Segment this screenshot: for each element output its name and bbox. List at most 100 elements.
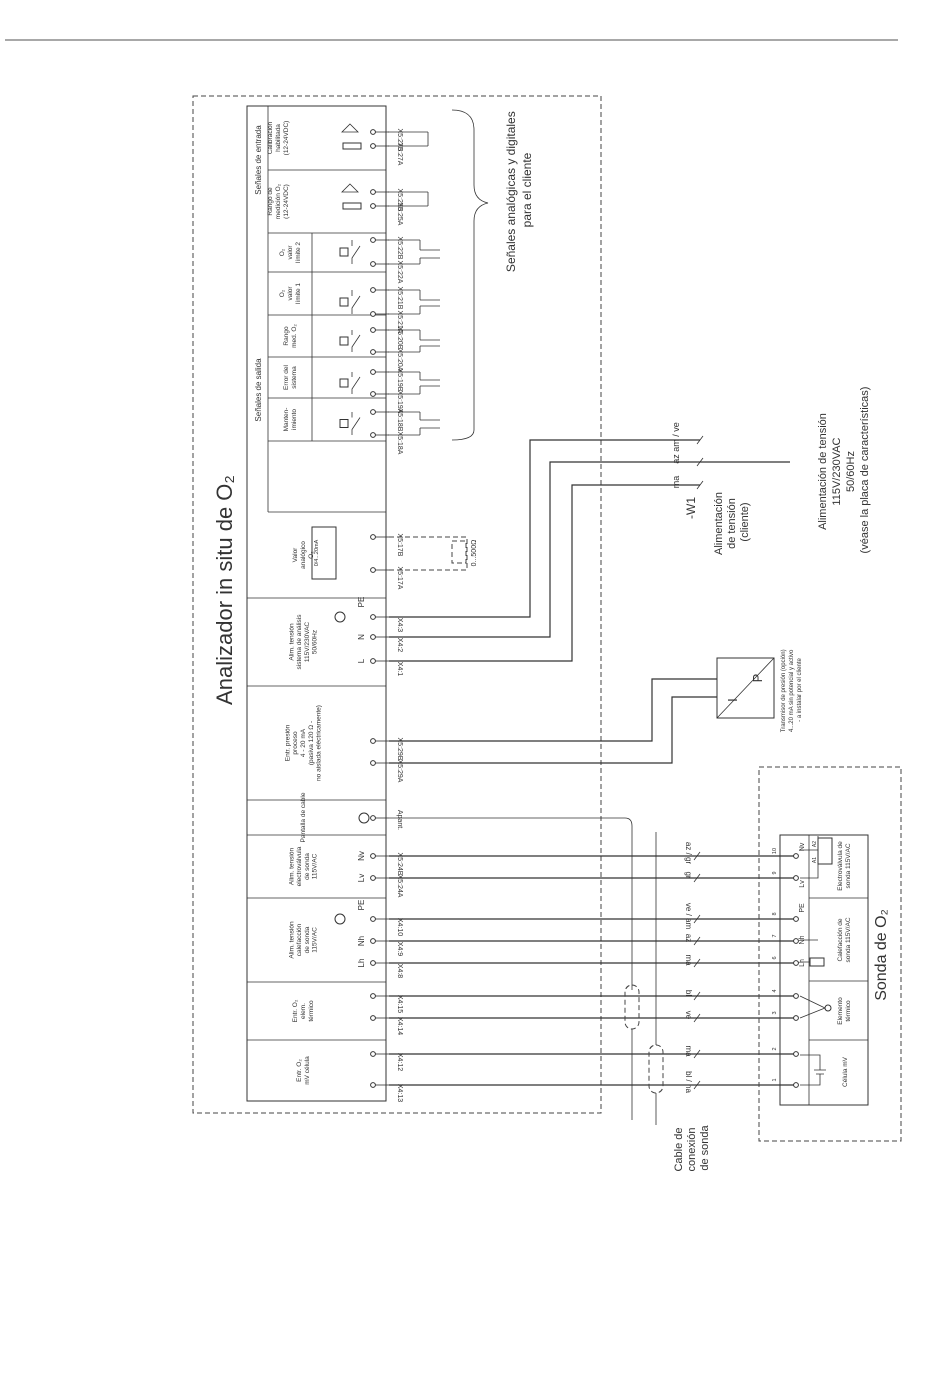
mains-wires <box>389 435 790 662</box>
terminal-label: X5:18B <box>396 409 403 432</box>
probe-terminal-number: 7 <box>772 934 778 937</box>
probe-terminal-point <box>793 960 799 966</box>
terminal-point <box>370 960 376 966</box>
pin-label: PE <box>357 900 366 911</box>
terminal-point <box>370 369 376 375</box>
terminal-label: X4:14 <box>396 1017 403 1035</box>
terminal-label: X5:22A <box>396 261 403 284</box>
probe-terminal-point <box>793 916 799 922</box>
block-label-line: Manten- <box>283 408 290 432</box>
probe-wire-color: ma <box>684 1045 693 1057</box>
terminal-label: X5:20B <box>396 327 403 350</box>
pressure-transmitter <box>389 657 775 764</box>
group-label-inputs: Señales de entrada <box>254 125 263 195</box>
block-label: Entr. presiónproceso4 - 20 mA(pasiva 120… <box>284 705 322 781</box>
probe-component-line: sonda 115V/AC <box>845 917 852 962</box>
probe-terminal-number: 6 <box>772 956 778 959</box>
terminal-point <box>370 614 376 620</box>
relay-contact-icon <box>351 412 361 435</box>
cable-shield-line <box>389 817 633 990</box>
ground-icon <box>334 611 346 623</box>
wire-tick <box>693 1080 701 1090</box>
relay-coil-icon <box>339 297 349 307</box>
terminal-point <box>370 853 376 859</box>
block-label-line: habilitada <box>275 124 282 152</box>
probe-pin-label: Nv <box>799 842 806 851</box>
block-label-line: calefacción <box>296 923 303 956</box>
terminal-label: X5:25A <box>396 203 403 226</box>
mains-wire-color-3: ma <box>671 476 681 489</box>
terminal-label: Apant. <box>396 810 403 830</box>
terminal-label: X5:20A <box>396 349 403 372</box>
probe-title: Sonda de O₂ <box>873 909 890 1001</box>
block-label: Calibraciónhabilitada(12-24VDC) <box>267 121 290 156</box>
wire-tick <box>693 873 701 883</box>
pin-label: Nv <box>357 851 366 861</box>
block-label-line: O₂ <box>308 551 315 559</box>
terminal-point <box>370 327 376 333</box>
block-label-line: (12-24VDC) <box>283 121 290 156</box>
led-icon <box>341 123 359 133</box>
terminal-point <box>370 738 376 744</box>
relay-coil-icon <box>339 247 349 257</box>
block-label-line: electroválvula <box>296 846 303 886</box>
block-label: ValoranalógicoO₂ <box>292 541 315 569</box>
probe-component-line: Electroválvula de <box>837 841 844 891</box>
block-label-line: 4 - 20 mA <box>300 728 307 757</box>
probe-terminal-number: 3 <box>772 1011 778 1014</box>
probe-component-line: Calefacción de <box>837 918 844 961</box>
probe-terminal-number: 2 <box>772 1047 778 1050</box>
terminal-label: X5:19A <box>396 391 403 414</box>
block-label-line: Alim. tensión <box>288 848 295 886</box>
relay-coil-icon <box>339 336 349 346</box>
mains-wire-color-1: am / ve <box>671 422 681 452</box>
block-label-line: (pasiva 120 Ω - <box>308 721 315 765</box>
pin-label: Nh <box>357 936 366 946</box>
block-label-line: imiento <box>291 409 298 430</box>
relay-contact-icon <box>351 240 361 264</box>
probe-terminal-point <box>793 993 799 999</box>
block-label-line: no aislada eléctricamente) <box>316 705 323 781</box>
terminal-point <box>370 534 376 540</box>
block-label-line: límite 1 <box>295 283 302 304</box>
probe-pin-label: Lv <box>799 880 806 888</box>
probe-enclosure <box>758 766 902 1142</box>
terminal-label: X5:21A <box>396 311 403 334</box>
terminal-point <box>370 432 376 438</box>
wire-tick <box>693 958 701 968</box>
terminal-label: X5:25B <box>396 189 403 212</box>
resistor-icon <box>342 142 362 150</box>
block-label-line: valor <box>287 286 294 301</box>
probe-pin-label: PE <box>799 903 806 913</box>
terminal-label: X5:24A <box>396 875 403 898</box>
block-label-line: O₂ <box>279 289 286 297</box>
terminal-label: X4:10 <box>396 918 403 936</box>
terminal-point <box>370 237 376 243</box>
analyzer-title: Analizador in situ de O₂ <box>212 475 237 705</box>
block-label-line: sistema <box>291 366 298 389</box>
relay-contact-icon <box>351 372 361 394</box>
block-label-line: Valor <box>292 547 299 563</box>
customer-signal-wires <box>388 109 489 441</box>
probe-tag-label: A1 <box>812 857 818 863</box>
block-label-line: de sonda <box>304 853 311 880</box>
probe-wire-color: bl <box>684 990 693 996</box>
terminal-label: X5:19B <box>396 369 403 392</box>
terminal-point <box>370 287 376 293</box>
terminal-label: X4:13 <box>396 1084 403 1102</box>
probe-component-label: Electroválvula desonda 115V/AC <box>837 841 852 891</box>
terminal-label: X4:12 <box>396 1053 403 1071</box>
probe-terminal-number: 4 <box>772 989 778 992</box>
probe-wire-color: az / gr <box>684 842 693 865</box>
terminal-point <box>370 875 376 881</box>
probe-wire-color: ve / am <box>684 903 693 930</box>
block-label-line: Pantalla de cable <box>300 792 307 842</box>
probe-wire-color: gr <box>684 871 693 878</box>
probe-pin-label: Lh <box>799 959 806 967</box>
supply-spec-label: Alimentación de tensión 115V/230VAC 50/6… <box>817 387 871 554</box>
probe-terminal-point <box>793 1082 799 1088</box>
block-label: O₂valorlímite 1 <box>279 283 302 304</box>
cable-markers <box>624 832 664 1125</box>
block-label-line: proceso <box>292 731 299 755</box>
